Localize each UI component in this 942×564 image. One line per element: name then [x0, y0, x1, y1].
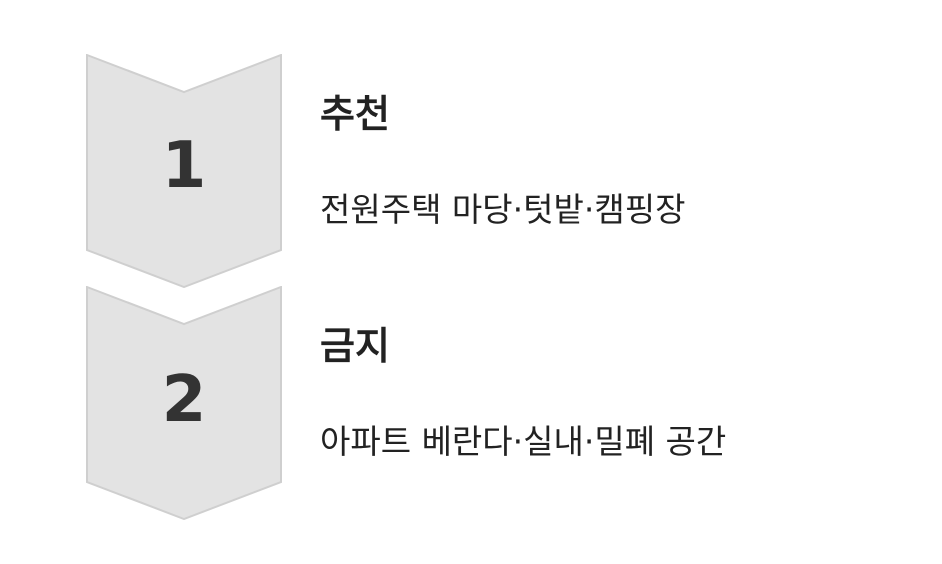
step-1-description: 전원주택 마당·텃밭·캠핑장	[320, 190, 686, 229]
step-1-number: 1	[161, 129, 207, 203]
step-2-chevron: 2	[86, 286, 282, 520]
step-1-title: 추천	[320, 92, 390, 136]
chevron-arrow-shape	[86, 286, 282, 520]
chevron-arrow-shape	[86, 54, 282, 288]
step-2-number: 2	[161, 363, 207, 437]
step-2-title: 금지	[320, 324, 390, 368]
step-2-description: 아파트 베란다·실내·밀폐 공간	[320, 422, 727, 461]
step-1-chevron: 1	[86, 54, 282, 288]
